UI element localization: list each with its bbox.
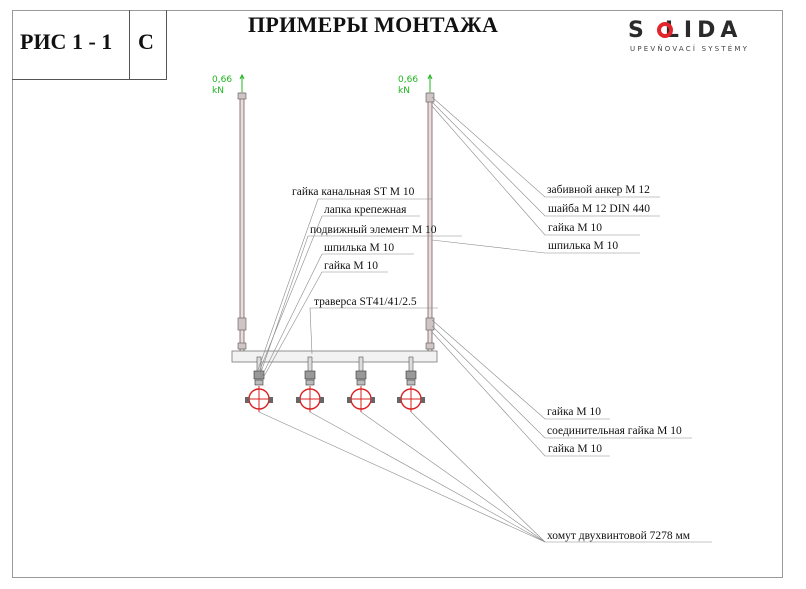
logo-letter-s: S [628, 18, 649, 43]
leader-lines-right-top [431, 96, 660, 254]
load-label-left: 0,66 kN [212, 75, 232, 97]
traverse-channel [231, 350, 438, 363]
figure-label: РИС 1 - 1 [20, 29, 113, 54]
logo-wordmark: S LIDA [628, 18, 742, 43]
label-threaded-rod-right: шпилька M 10 [548, 240, 619, 252]
logo-subtitle: UPEVŇOVACÍ SYSTÉMY [630, 45, 750, 53]
pipe-clamp-3 [347, 356, 375, 412]
load-arrow-right [427, 73, 433, 92]
label-anchor: забивной анкер M 12 [547, 184, 650, 196]
page-title: ПРИМЕРЫ МОНТАЖА [248, 12, 499, 37]
threaded-rod-left [237, 92, 247, 356]
label-channel-nut: гайка канальная ST M 10 [292, 186, 415, 198]
label-nut-left: гайка M 10 [324, 260, 378, 272]
label-nut-lower: гайка M 10 [548, 443, 602, 455]
load-value-left: 0,66 [212, 75, 233, 85]
logo-letters: LIDA [664, 18, 743, 43]
figure-variant: C [138, 29, 154, 54]
label-coupling-nut: соединительная гайка M 10 [547, 425, 682, 437]
leader-lines-left [257, 198, 462, 381]
label-fixing-strap: лапка крепежная [324, 204, 407, 216]
label-nut-right-top: гайка M 10 [548, 222, 602, 234]
label-washer: шайба M 12 DIN 440 [548, 203, 650, 215]
logo-ring-icon [657, 22, 673, 38]
leader-lines-right-bottom [431, 319, 692, 457]
label-movable-element: подвижный элемент M 10 [310, 224, 437, 236]
figure-label-divider [129, 10, 130, 80]
solida-logo: S LIDA UPEVŇOVACÍ SYSTÉMY [628, 18, 768, 58]
load-arrow-left [239, 73, 245, 92]
label-threaded-rod-left: шпилька M 10 [324, 242, 395, 254]
pipe-clamp-4 [397, 356, 425, 412]
load-unit-right: kN [398, 86, 410, 96]
label-nut-upper: гайка M 10 [547, 406, 601, 418]
label-traverse: траверса ST41/41/2.5 [314, 296, 417, 308]
load-value-right: 0,66 [398, 75, 419, 85]
label-clamp: хомут двухвинтовой 7278 мм [547, 530, 691, 542]
leader-lines-clamps [258, 411, 712, 543]
pipe-clamp-2 [296, 356, 324, 412]
pipe-clamp-1 [245, 356, 273, 412]
drawing-frame [12, 10, 783, 578]
load-label-right: 0,66 kN [398, 75, 418, 97]
load-unit-left: kN [212, 86, 224, 96]
figure-label-box [12, 10, 167, 80]
